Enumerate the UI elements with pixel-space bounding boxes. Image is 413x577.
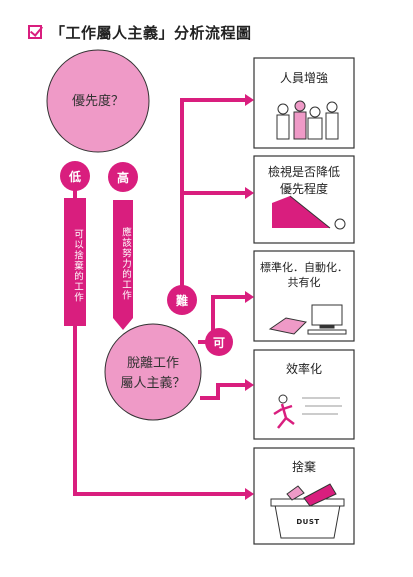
page-title: 「工作屬人主義」分析流程圖 bbox=[50, 23, 252, 42]
box-staff-increase-label: 人員增強 bbox=[279, 71, 328, 85]
checkbox-icon bbox=[28, 25, 42, 39]
hard-branch-lines bbox=[180, 98, 245, 298]
box-standardize bbox=[253, 250, 355, 342]
priority-circle bbox=[46, 49, 150, 153]
efficiency-line bbox=[200, 383, 245, 400]
high-arrowhead bbox=[113, 318, 133, 330]
can-branch-arrowhead bbox=[245, 291, 254, 303]
people-icon bbox=[276, 100, 339, 140]
efficiency-arrowhead bbox=[245, 379, 254, 391]
low-bar bbox=[64, 198, 86, 326]
low-tag: 低 bbox=[68, 170, 81, 184]
can-tag: 可 bbox=[212, 336, 225, 350]
high-tag: 高 bbox=[116, 171, 129, 185]
high-bar bbox=[113, 200, 133, 318]
escape-label: 脫離工作 屬人主義？ bbox=[120, 356, 186, 391]
can-tag-circle bbox=[205, 328, 233, 356]
dustbin-text: DUST bbox=[296, 518, 320, 526]
dustbin-icon bbox=[270, 483, 345, 539]
escape-circle bbox=[104, 323, 202, 421]
header: 「工作屬人主義」分析流程圖 bbox=[28, 20, 252, 44]
low-tag-circle bbox=[60, 161, 90, 191]
priority-label: 優先度？ bbox=[71, 94, 124, 109]
low-action-label: 可以捨棄的工作 bbox=[72, 229, 83, 303]
box-efficiency bbox=[253, 349, 355, 440]
box-discard-label: 捨棄 bbox=[291, 460, 316, 474]
slope-ball-icon bbox=[272, 195, 346, 230]
book-computer-icon bbox=[268, 304, 347, 335]
running-person-icon bbox=[273, 394, 342, 429]
box-standardize-label: 標準化．自動化． 共有化 bbox=[260, 261, 348, 290]
hard-tag: 難 bbox=[175, 294, 188, 308]
high-action-label: 應該努力的工作 bbox=[120, 227, 131, 301]
low-path-arrowhead bbox=[245, 488, 254, 500]
box-lower-priority-label: 檢視是否降低 優先程度 bbox=[267, 165, 340, 196]
box-efficiency-label: 效率化 bbox=[285, 362, 322, 376]
high-tag-circle bbox=[108, 162, 138, 192]
hard-branch-arrowheads bbox=[245, 94, 254, 199]
hard-tag-circle bbox=[167, 285, 197, 315]
box-discard bbox=[253, 447, 355, 545]
